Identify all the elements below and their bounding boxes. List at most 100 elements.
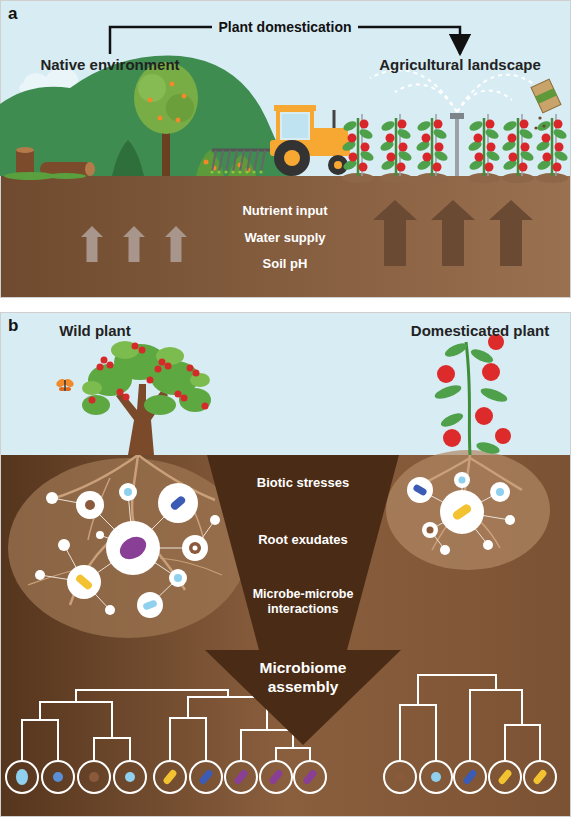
wild-tree [107,362,114,369]
small-arrows [165,226,187,262]
factor-label: Water supply [205,230,365,245]
leaf-microbes [162,769,178,786]
seed-bag [542,124,545,127]
plant-heading: Domesticated plant [395,322,565,339]
tractor [259,170,262,173]
microbes [496,488,504,496]
leaf-microbes [89,772,99,782]
fruit-tree [134,62,198,176]
tomato-plant [437,334,511,447]
wild-tree [116,384,168,455]
wild-tree [139,347,146,354]
wild-tree [89,343,209,410]
tomato-plant [495,428,511,444]
dendrogram [260,761,292,793]
tree-stumps [46,173,86,179]
microbes [440,490,484,534]
dendrogram [241,730,293,761]
fruit-tree [166,94,194,122]
microbes [459,477,466,484]
butterfly [59,387,65,391]
tomato-plant [433,383,463,402]
node-text: Biotic stresses [205,475,401,491]
tomato-plant [475,407,493,425]
seed-bag [531,79,561,113]
dendrogram [6,761,38,793]
shrubs [196,150,224,176]
dendrogram [188,697,267,730]
dendrogram [225,761,257,793]
microbes [35,570,45,580]
tomato-crop [415,114,449,183]
microbes [412,483,428,496]
tomato-crop [341,114,569,183]
node-text: Root exudates [205,532,401,548]
tractor [238,170,241,173]
wild-tree [82,381,102,395]
microbes [174,574,182,582]
factor-label: Soil pH [205,256,365,271]
leaf-microbes [16,769,28,785]
tractor [274,140,310,176]
seed-bag [531,79,561,130]
fruit-tree [148,98,153,103]
tomato-crop [341,114,375,183]
seed-bag [535,88,557,104]
microbes [116,532,150,563]
fruit-tree [176,118,181,123]
factor-label: Nutrient input [205,203,365,218]
microbes [58,539,70,551]
wild-tree [190,373,210,387]
microbes [46,492,58,504]
butterfly [55,377,75,391]
small-arrows [81,226,103,262]
leaf-microbes [532,769,548,786]
leaf-microbes [497,769,513,786]
tractor [217,170,220,173]
microbes [505,515,515,525]
wild-tree [111,341,139,359]
dendrogram [42,761,74,793]
small-arrows [81,226,187,262]
hill [0,56,292,176]
microbes [182,535,208,561]
tractor [282,114,308,138]
root-zone [8,458,248,638]
tractor [210,170,262,173]
tractor [226,150,230,172]
tomato-plant [475,440,501,456]
dendrogram [94,738,130,761]
wild-tree [147,377,154,384]
sprinkler [457,75,534,112]
funnel-arrow: Biotic stressesRoot exudatesMicrobe-micr… [205,455,401,745]
wild-tree [89,397,96,404]
panel-a-background [0,176,571,298]
fruit-tree [158,116,163,121]
leaf-microbes [198,769,214,786]
tomato-plant [469,346,495,365]
tree-stumps [16,147,34,153]
leaf-microbes [396,773,404,781]
shrubs [112,140,144,176]
dendrogram [276,748,310,761]
wild-tree [193,370,200,377]
dendrogram [154,761,186,793]
sprinkler [455,118,459,176]
large-arrows [489,200,533,266]
large-arrows [373,200,417,266]
dendrogram [470,690,522,761]
microbes [440,545,450,555]
tractor [284,150,300,166]
microbes [67,565,101,599]
wild-tree [165,363,172,370]
tomato-crop [467,114,501,183]
panel-a-background [0,0,571,298]
node-text: Microbe-microbe interactions [242,587,364,617]
microbes [76,491,104,519]
microbes [193,546,198,551]
panel-a-background [1,1,571,298]
leaf-microbes [16,769,548,786]
shrubs [204,160,209,165]
leaf-microbes [431,772,441,782]
tractor [212,150,216,172]
